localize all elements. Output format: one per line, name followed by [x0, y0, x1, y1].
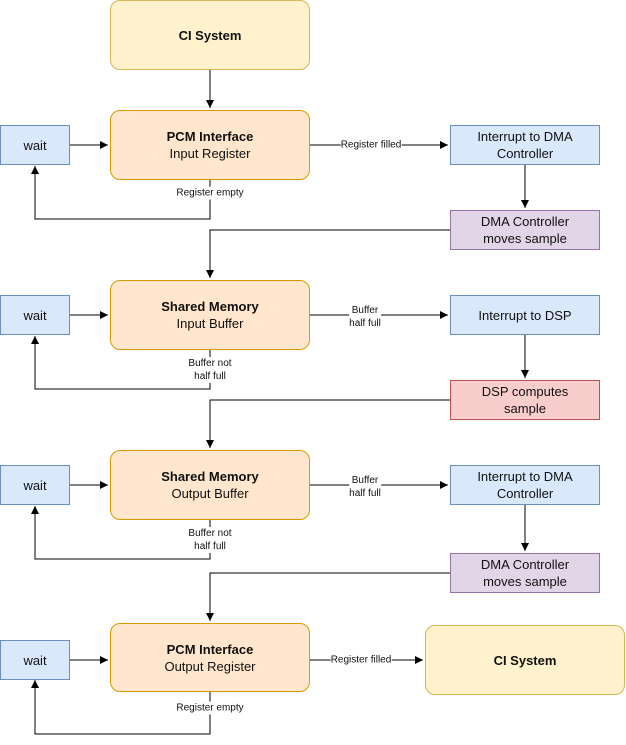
interrupt-to-dsp: Interrupt to DSP — [450, 295, 600, 335]
edge-label-text: Register empty — [176, 187, 244, 199]
node-title: PCM Interface — [166, 129, 254, 144]
dma-controller-moves-sample-1: DMA Controller moves sample — [450, 210, 600, 250]
node-label: wait — [23, 137, 47, 153]
edge-dma1-to-shm-input — [206, 229, 450, 278]
node-title: PCM Interface — [166, 641, 254, 657]
edge-label-text: Register empty — [176, 702, 244, 714]
node-label: Interrupt to DMA Controller — [477, 469, 573, 501]
node-title: Shared Memory — [161, 299, 259, 314]
interrupt-to-dma-controller-1: Interrupt to DMA Controller — [450, 125, 600, 165]
ci-system-top: CI System — [110, 0, 310, 70]
edge-label-register-empty-1: Register empty — [176, 186, 244, 200]
node-subtitle: Output Register — [164, 658, 256, 674]
pcm-interface-output-register: PCM Interface Output Register — [110, 623, 310, 692]
edge-label-buffer-half-full-2: Buffer half full — [349, 474, 381, 500]
node-label: wait — [23, 307, 47, 323]
node-subtitle: Output Buffer — [171, 486, 249, 501]
shared-memory-output-buffer: Shared Memory Output Buffer — [110, 450, 310, 520]
edge-label-line: half full — [194, 541, 226, 552]
wait-box-4: wait — [0, 640, 70, 680]
shared-memory-input-buffer: Shared Memory Input Buffer — [110, 280, 310, 350]
node-title: Shared Memory — [161, 469, 259, 484]
edge-label-buffer-not-half-full-1: Buffer not half full — [188, 357, 232, 383]
interrupt-to-dma-controller-2: Interrupt to DMA Controller — [450, 465, 600, 505]
node-label: Interrupt to DMA Controller — [477, 129, 573, 161]
edge-register-empty-1 — [31, 166, 211, 220]
node-title: CI System — [493, 652, 557, 668]
node-label: DMA Controller moves sample — [480, 214, 570, 246]
edge-label-text: Register filled — [340, 139, 402, 151]
edge-label-line: half full — [194, 371, 226, 382]
ci-system-bottom: CI System — [425, 625, 625, 695]
pcm-interface-input-register: PCM Interface Input Register — [110, 110, 310, 180]
node-label: Interrupt to DSP — [478, 307, 572, 323]
dma-controller-moves-sample-2: DMA Controller moves sample — [450, 553, 600, 593]
edge-label-register-empty-2: Register empty — [176, 701, 244, 715]
edge-label-buffer-half-full-1: Buffer half full — [349, 304, 381, 330]
node-subtitle: Input Buffer — [176, 316, 244, 331]
node-label: DMA Controller moves sample — [480, 557, 570, 589]
edge-label-register-filled-2: Register filled — [330, 653, 392, 667]
node-label: wait — [23, 477, 47, 493]
edge-dsp-to-shm-output — [206, 399, 450, 448]
edge-label-line: Buffer — [351, 305, 379, 316]
wait-box-2: wait — [0, 295, 70, 335]
node-label: wait — [23, 652, 47, 668]
edge-label-register-filled-1: Register filled — [340, 138, 402, 152]
edge-label-line: half full — [349, 488, 381, 499]
node-title: CI System — [178, 27, 242, 43]
node-label: DSP computes sample — [481, 384, 569, 416]
wait-box-3: wait — [0, 465, 70, 505]
dsp-computes-sample: DSP computes sample — [450, 380, 600, 420]
wait-box-1: wait — [0, 125, 70, 165]
edge-dma2-to-pcm-output — [206, 572, 450, 621]
edge-label-line: half full — [349, 318, 381, 329]
edge-label-line: Buffer not — [188, 528, 232, 539]
edge-label-text: Register filled — [330, 654, 392, 666]
edge-label-line: Buffer — [351, 475, 379, 486]
edge-label-line: Buffer not — [188, 358, 232, 369]
edge-label-buffer-not-half-full-2: Buffer not half full — [188, 527, 232, 553]
node-subtitle: Input Register — [169, 146, 251, 161]
